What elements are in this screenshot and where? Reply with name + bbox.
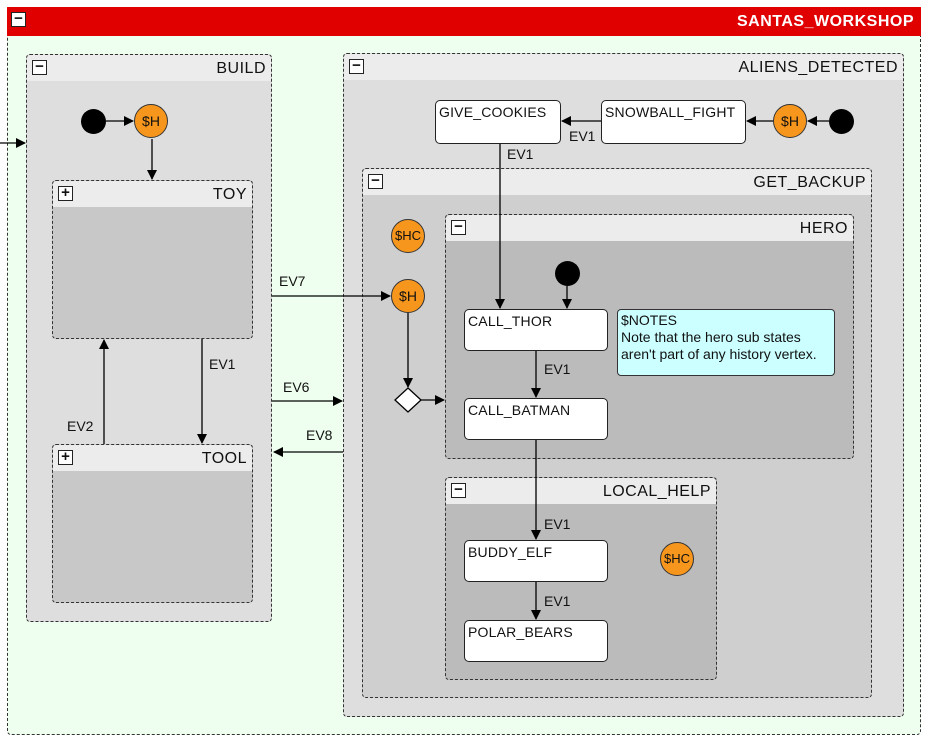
build-collapse-toggle[interactable]: −	[32, 59, 47, 75]
get-backup-title: GET_BACKUP	[753, 174, 866, 191]
local-help-collapse-toggle[interactable]: −	[451, 482, 466, 498]
get-backup-collapse-toggle[interactable]: −	[368, 173, 383, 189]
ev1-cookies-label: EV1	[507, 146, 534, 162]
notes-box[interactable]: $NOTES Note that the hero sub states are…	[617, 309, 835, 376]
ev1-thor-label: EV1	[544, 361, 571, 377]
aliens-history-h[interactable]: $H	[773, 104, 807, 138]
aliens-detected-collapse-toggle[interactable]: −	[349, 58, 364, 74]
toy-title: TOY	[212, 186, 247, 203]
build-history-h[interactable]: $H	[134, 104, 168, 138]
santas-workshop-header	[7, 7, 921, 36]
tool-expand-toggle[interactable]: +	[58, 449, 73, 465]
toy-state[interactable]: + TOY	[52, 180, 253, 339]
ev1-batman-label: EV1	[544, 516, 571, 532]
tool-state[interactable]: + TOOL	[52, 444, 253, 603]
choice-pseudo-state	[394, 387, 422, 413]
polar-bears-state[interactable]: POLAR_BEARS	[464, 620, 608, 662]
snowball-fight-state[interactable]: SNOWBALL_FIGHT	[601, 100, 746, 144]
give-cookies-state[interactable]: GIVE_COOKIES	[435, 100, 561, 144]
ev7-label: EV7	[279, 273, 306, 289]
aliens-detected-header	[344, 54, 903, 80]
hero-collapse-toggle[interactable]: −	[451, 219, 466, 235]
build-title: BUILD	[216, 60, 266, 77]
hero-header	[446, 215, 853, 241]
hero-title: HERO	[799, 220, 848, 237]
local-help-title: LOCAL_HELP	[602, 483, 711, 500]
local-help-header	[446, 478, 716, 504]
aliens-detected-title: ALIENS_DETECTED	[738, 59, 898, 76]
tool-title: TOOL	[201, 450, 247, 467]
local-help-history-hc[interactable]: $HC	[660, 542, 694, 576]
build-header	[27, 55, 271, 81]
hero-initial-state	[555, 261, 580, 286]
call-batman-state[interactable]: CALL_BATMAN	[464, 398, 608, 440]
get-backup-header	[363, 169, 871, 195]
ev8-label: EV8	[306, 427, 333, 443]
santas-workshop-title: SANTAS_WORKSHOP	[737, 13, 914, 30]
toy-header	[53, 181, 252, 207]
ev6-label: EV6	[283, 379, 310, 395]
buddy-elf-state[interactable]: BUDDY_ELF	[464, 540, 608, 582]
ev2-label: EV2	[67, 418, 94, 434]
toy-expand-toggle[interactable]: +	[58, 185, 73, 201]
tool-header	[53, 445, 252, 471]
ev1-snowball-label: EV1	[569, 128, 596, 144]
get-backup-history-hc[interactable]: $HC	[391, 219, 425, 253]
notes-line-2: aren't part of any history vertex.	[621, 346, 817, 362]
notes-line-1: Note that the hero sub states	[621, 329, 801, 345]
aliens-initial-state	[829, 109, 854, 134]
call-thor-state[interactable]: CALL_THOR	[464, 309, 608, 351]
build-initial-state	[81, 109, 106, 134]
workshop-collapse-toggle[interactable]: −	[11, 11, 26, 27]
get-backup-history-h[interactable]: $H	[391, 279, 425, 313]
ev1-build-label: EV1	[209, 356, 236, 372]
ev1-buddy-label: EV1	[544, 593, 571, 609]
notes-heading: $NOTES	[621, 312, 678, 328]
